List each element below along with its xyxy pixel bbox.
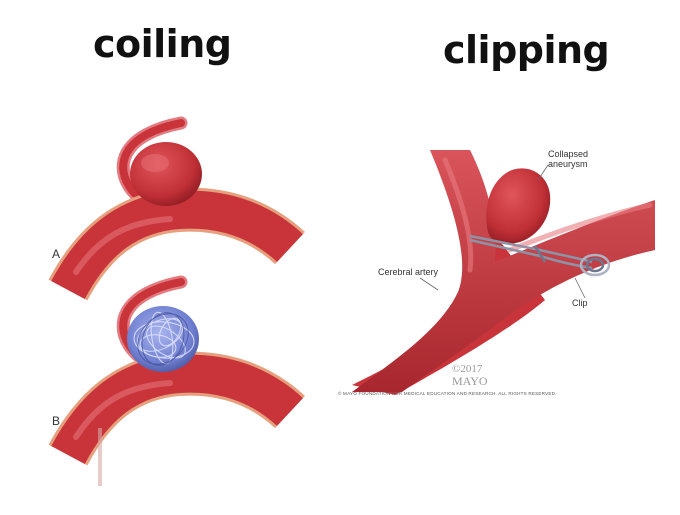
collapsed-aneurysm xyxy=(486,168,551,244)
watermark-org: MAYO xyxy=(452,374,488,388)
callout-clip xyxy=(574,277,586,299)
label-b: B xyxy=(52,414,60,428)
aneurysm-sac-a xyxy=(130,142,202,206)
label-collapsed-line2: aneurysm xyxy=(548,159,588,169)
coiling-diagram-a: A xyxy=(48,116,305,301)
label-a: A xyxy=(52,247,60,261)
coiling-diagram-b: B xyxy=(48,275,305,466)
label-collapsed-line1: Collapsed xyxy=(548,149,588,159)
callout-artery xyxy=(419,277,439,291)
heading-coiling: coiling xyxy=(93,22,232,66)
callout-collapsed xyxy=(537,164,549,181)
label-cerebral-artery: Cerebral artery xyxy=(378,267,439,277)
cerebral-artery-trunk xyxy=(352,150,545,395)
copyright-notice: © MAYO FOUNDATION FOR MEDICAL EDUCATION … xyxy=(338,390,557,396)
heading-clipping: clipping xyxy=(443,28,610,72)
surgical-clip xyxy=(469,234,611,277)
label-clip: Clip xyxy=(572,298,588,308)
clipping-diagram: Collapsed aneurysm Cerebral artery Clip … xyxy=(338,149,655,396)
vertical-credit-mark xyxy=(98,428,102,486)
watermark-year: ©2017 xyxy=(452,363,483,375)
